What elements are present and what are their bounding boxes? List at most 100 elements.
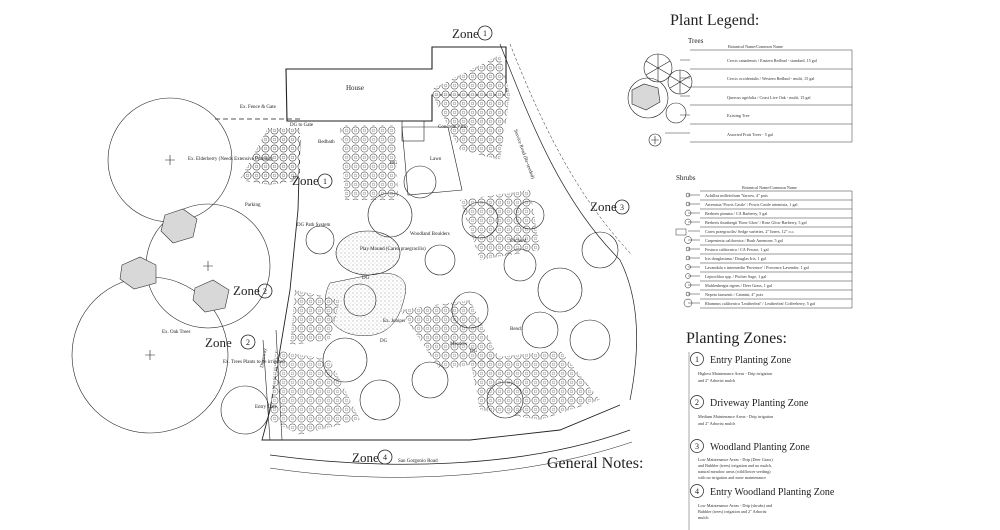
label-juniper: Ex. Juniper	[383, 319, 406, 324]
label-entry-gate: Entry Gate	[255, 405, 278, 410]
tree-row: Existing Tree	[727, 113, 750, 118]
svg-text:and Bubbler (trees) irrigation: and Bubbler (trees) irrigation and no mu…	[698, 463, 772, 469]
svg-text:natural meadow areas (wildflow: natural meadow areas (wildflower seeding…	[698, 469, 771, 474]
shrub-row: Carpenteria californica / Bush Anemone, …	[705, 238, 784, 244]
label-play-mound: Play Mound (Carex praegracilis)	[360, 247, 426, 252]
road-line	[269, 429, 631, 465]
svg-text:1: 1	[695, 355, 699, 364]
svg-text:1: 1	[483, 29, 487, 38]
zone-4-label: Zone	[352, 450, 379, 465]
label-service-road: Service Road (Re-seeded)	[512, 129, 535, 180]
shrub-row: Carex praegracilis/ Sedge varieties, 2" …	[705, 229, 795, 235]
planting-zone-3: 3 Woodland Planting Zone Low Maintenance…	[690, 439, 810, 480]
shrubs-col-header: Botanical Name/Common Name	[742, 185, 797, 190]
svg-text:2: 2	[695, 398, 699, 407]
shrub-row: Leptochloa spp. / Pitcher Sage, 1 gal	[705, 274, 767, 280]
zone-2-low-label: Zone	[205, 335, 232, 350]
trees-table	[665, 49, 853, 143]
shrubs-heading: Shrubs	[676, 174, 696, 182]
shrubs-rows: Achillea millefolium 'Yarrow, 4" pots Ar…	[705, 193, 816, 307]
planting-zone-4: 4 Entry Woodland Planting Zone Low Maint…	[690, 484, 835, 520]
shrub-row: Festuca californica / CA Fescue, 1 gal	[705, 247, 769, 253]
label-parking: Parking	[245, 203, 261, 208]
shrub-row: Artemisia 'Powis Castle' / Powis Castle …	[705, 202, 798, 208]
label-dg-path: DG Path System	[297, 223, 330, 228]
site-plan	[71, 43, 637, 478]
shrub-row: Berberis pinnata / CA Barberry, 5 gal	[705, 211, 768, 217]
label-ex-trees: Ex. Trees Plants to be irrigated	[223, 360, 285, 365]
tree-row: Assorted Fruit Trees - 5 gal	[727, 132, 774, 137]
label-orchard: Orchard	[510, 239, 527, 244]
tree-row: Cercis occidentalis / Western Redbud - m…	[727, 76, 815, 82]
shrub-row: Rhamnus californica 'Leatherleaf' / Leat…	[705, 301, 816, 307]
zone-1-mid-label: Zone	[292, 173, 319, 188]
svg-text:mulch: mulch	[698, 515, 709, 520]
svg-text:4: 4	[383, 453, 387, 462]
svg-text:3: 3	[620, 203, 624, 212]
svg-text:Medium Maintenance Areas - Dri: Medium Maintenance Areas - Drip irrigati…	[698, 414, 774, 419]
site-boundary	[261, 139, 621, 441]
svg-text:Bubbler (trees) irrigation and: Bubbler (trees) irrigation and 2" Arbori…	[698, 509, 767, 514]
planting-zone-2: 2 Driveway Planting Zone Medium Maintena…	[690, 395, 809, 426]
planting-zone-1: 1 Entry Planting Zone Highest Maintenanc…	[690, 352, 792, 383]
label-dg1: DG	[390, 161, 398, 166]
label-house: House	[346, 84, 364, 92]
shrub-row: Achillea millefolium 'Yarrow, 4" pots	[705, 193, 768, 199]
svg-text:and 2" Arborist mulch: and 2" Arborist mulch	[698, 378, 736, 383]
svg-text:and 2" Arborist mulch: and 2" Arborist mulch	[698, 421, 736, 426]
label-dg4: DG	[470, 349, 478, 354]
label-elderberry: Ex. Elderberry (Needs Extensive Pruning)	[188, 157, 273, 162]
zone-2-left-label: Zone	[233, 283, 260, 298]
shrub-row: Iris douglasiana / Douglas Iris, 1 gal	[705, 256, 767, 262]
label-dg2: DG	[362, 276, 370, 281]
trees-col-header: Botanical Name/Common Name	[728, 44, 783, 49]
planting-zones-title: Planting Zones:	[686, 330, 787, 347]
svg-text:2: 2	[263, 287, 267, 296]
label-fence: Ex. Fence & Gate	[240, 105, 277, 110]
trees-rows: Cercis canadensis / Eastern Redbud - sta…	[727, 58, 818, 137]
zone-3-label: Zone	[590, 199, 617, 214]
shrubs-table	[675, 190, 853, 309]
svg-text:2: 2	[246, 338, 250, 347]
tree-row: Quercus agrifolia / Coast Live Oak - mul…	[727, 95, 811, 101]
svg-text:Low Maintenance Areas - Drip (: Low Maintenance Areas - Drip (Deer Grass…	[698, 457, 773, 462]
label-woodland: Woodland Boulders	[410, 232, 450, 237]
zone-name: Woodland Planting Zone	[710, 442, 810, 453]
trees-heading: Trees	[688, 37, 704, 45]
label-lawn: Lawn	[430, 157, 442, 162]
zone-1-top-label: Zone	[452, 26, 479, 41]
concrete-patio	[401, 120, 425, 142]
label-meadow: Meadow	[450, 342, 468, 347]
zone-markers: Zone 1 Zone 1 Zone 2 Zone 2 Zone 3 Zone …	[205, 25, 630, 465]
svg-text:Low Maintenance Areas - Drip (: Low Maintenance Areas - Drip (shrubs) an…	[698, 503, 773, 508]
svg-text:Highest Maintenance Areas - Dr: Highest Maintenance Areas - Drip irrigat…	[698, 371, 773, 376]
zone-name: Entry Planting Zone	[710, 355, 792, 366]
zone-name: Driveway Planting Zone	[710, 398, 809, 409]
label-concrete: Concrete Patio	[438, 125, 468, 130]
label-bench: Bench	[510, 327, 523, 332]
label-oak: Ex. Oak Trees	[162, 330, 191, 335]
shrub-row: Muhlenbergia rigens / Deer Grass, 1 gal	[705, 283, 773, 289]
plant-legend-title: Plant Legend:	[670, 12, 759, 29]
shrub-symbols	[683, 192, 693, 308]
service-road-edge	[499, 43, 637, 401]
boulders	[119, 208, 230, 313]
label-driveway: Driveway	[260, 348, 268, 369]
play-mound	[335, 230, 401, 276]
general-notes-title: General Notes:	[547, 455, 643, 472]
svg-text:4: 4	[695, 487, 699, 496]
label-beds: Bedbath	[318, 140, 335, 145]
zone-name: Entry Woodland Planting Zone	[710, 487, 835, 498]
shrub-row: Nepeta faassenii / Catmint, 4" pots	[705, 292, 764, 298]
tree-symbols	[627, 53, 693, 147]
svg-text:3: 3	[695, 442, 699, 451]
svg-text:with no irrigation and mow mai: with no irrigation and mow maintenance	[698, 475, 766, 480]
shrub-row: Lavandula x intermedia 'Provence' / Prov…	[705, 265, 810, 271]
label-dg-gate: DG to Gate	[290, 123, 314, 128]
svg-text:1: 1	[323, 177, 327, 186]
shrub-row: Berberis thunbergii 'Rose Glow' / Rose G…	[705, 220, 807, 226]
label-road: San Gorgonio Road	[398, 459, 438, 464]
lawn-area	[401, 126, 463, 196]
tree-row: Cercis canadensis / Eastern Redbud - sta…	[727, 58, 818, 64]
